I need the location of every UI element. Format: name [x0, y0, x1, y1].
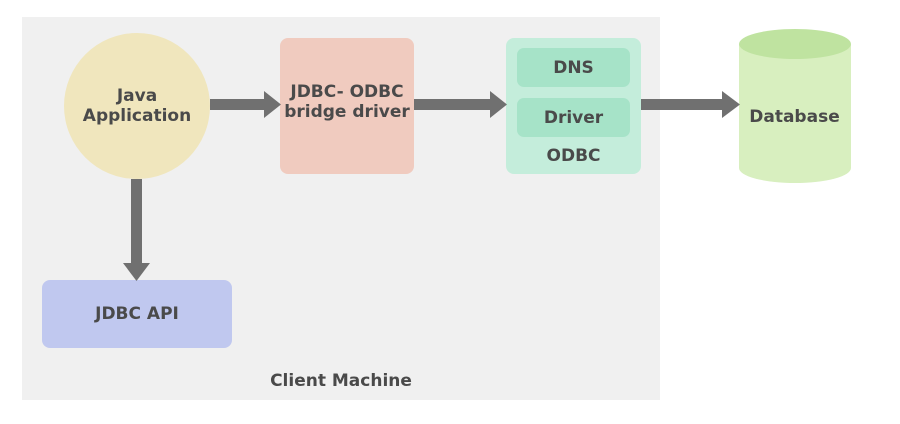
odbc-label: ODBC	[546, 146, 601, 166]
jdbc-api-label: JDBC API	[95, 304, 179, 324]
arrow-odbc-to-database	[641, 99, 724, 110]
arrow-bridge-to-odbc-head	[490, 91, 507, 118]
odbc-dns-node: DNS	[517, 48, 630, 87]
odbc-driver-label: Driver	[543, 107, 604, 128]
database-cylinder	[739, 29, 851, 183]
bridge-driver-node: JDBC- ODBC bridge driver	[280, 38, 414, 174]
java-application-label-line1: Java	[116, 86, 158, 106]
arrow-java-to-bridge	[210, 99, 266, 110]
arrow-bridge-to-odbc	[414, 99, 492, 110]
odbc-dns-label: DNS	[553, 57, 594, 78]
bridge-driver-label-line1: JDBC- ODBC	[290, 82, 404, 102]
java-application-node: Java Application	[64, 33, 210, 179]
arrow-odbc-to-database-head	[722, 91, 740, 118]
client-machine-label: Client Machine	[270, 371, 412, 391]
database-cylinder-top	[739, 29, 851, 59]
arrow-java-to-jdbc-api-head	[123, 263, 150, 281]
database-label: Database	[749, 107, 840, 127]
arrow-java-to-bridge-head	[264, 91, 281, 118]
jdbc-api-node: JDBC API	[42, 280, 232, 348]
java-application-label-line2: Application	[82, 106, 192, 126]
bridge-driver-label-line2: bridge driver	[284, 102, 410, 122]
arrow-java-to-jdbc-api	[131, 179, 142, 265]
odbc-node: DNS Driver ODBC	[506, 38, 641, 174]
database-cylinder-body	[739, 44, 851, 183]
odbc-driver-node: Driver	[517, 98, 630, 137]
